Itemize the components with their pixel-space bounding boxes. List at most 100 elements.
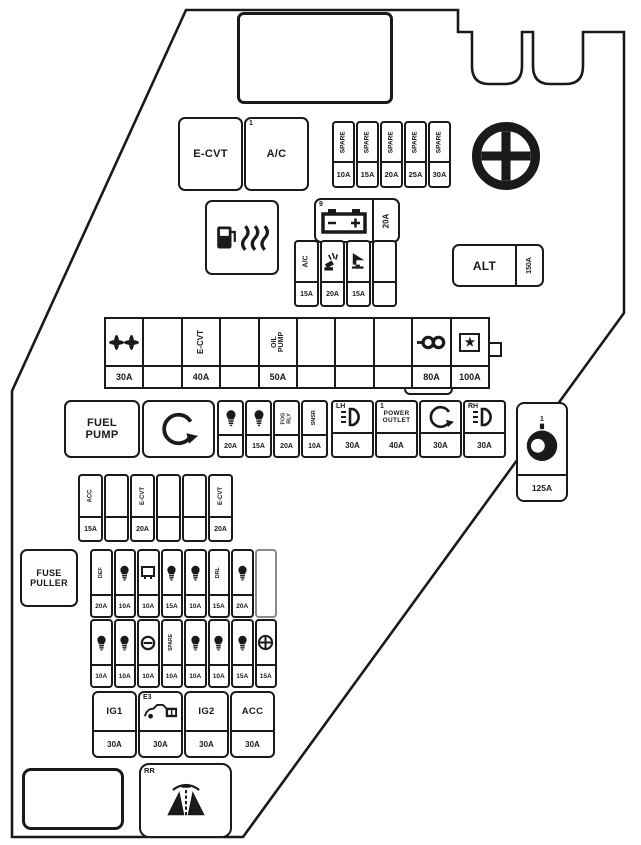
main-fuse-strip: 30A E-CVT 40A OIL PUMP 50A 80A ★ 100A	[104, 317, 490, 389]
fuse-rating: 20A	[233, 594, 252, 616]
relay-ac-marker: 1	[249, 120, 253, 127]
fuse-rating: 30A	[232, 730, 273, 756]
bulb-icon	[237, 565, 248, 581]
fuse-rating: 15A	[348, 281, 369, 305]
ig2-fuse: IG2 30A	[184, 691, 229, 758]
mini-fuse-grid-row1: DEF 20A 10A 10A 15A 10A DRL 15A 20A	[90, 549, 277, 618]
lamp-fuse: 15A	[245, 400, 272, 458]
headlamp-lh-fuse: LH 30A	[331, 400, 374, 458]
lamp-fuse: 10A	[207, 619, 230, 688]
battery-fuse: 9 20A	[314, 198, 400, 243]
fuse-rating: 10A	[334, 161, 353, 186]
e-cvt-fuse: E-CVT 40A	[180, 319, 220, 387]
relay-box-blank	[237, 12, 393, 104]
empty-fuse-slot	[296, 319, 335, 387]
horn-icon	[351, 252, 367, 272]
relay-e-cvt-label: E-CVT	[193, 148, 228, 160]
pump-small-fuse-group: 20A 15A FOG RLY 20A SNSR 10A	[217, 400, 328, 458]
module-icon	[141, 566, 155, 580]
fan-fuse-marker: 1	[540, 415, 544, 423]
acc-fuse-row: ACC 15A E-CVT 20A E-CVT 20A	[78, 474, 233, 542]
bulb-icon	[119, 635, 130, 651]
fuse-rating	[221, 365, 258, 387]
fuse-rating	[336, 365, 373, 387]
fuse-rating: 150A	[525, 257, 533, 274]
fuse-rating: 30A	[430, 161, 449, 186]
fuse-label: A/C	[303, 255, 310, 268]
relay-ac-label: A/C	[266, 148, 287, 160]
circle-plus-icon	[257, 634, 274, 651]
empty-fuse-slot	[219, 319, 258, 387]
fuse-rating: 30A	[186, 730, 227, 756]
fuse-rating: 10A	[115, 664, 134, 686]
cooling-fan-icon	[109, 333, 139, 352]
fuse-rating	[106, 516, 127, 540]
spare-fuse-group: SPARE 10A SPARE 15A SPARE 20A SPARE 25A …	[332, 121, 451, 188]
module-fuse: 10A	[137, 549, 160, 618]
relay-ac: 1 A/C	[244, 117, 309, 191]
spare-label: SPARE	[411, 131, 419, 153]
positive-terminal	[468, 118, 544, 194]
fuse-label: DEF	[97, 567, 104, 578]
fuse-rating: 10A	[139, 594, 158, 616]
fuel-pump-relay: FUEL PUMP	[64, 400, 140, 458]
headlamp-washer-fuse: 20A	[320, 240, 345, 307]
fuse-rating: 10A	[92, 664, 111, 686]
fuse-rating: 125A	[518, 474, 566, 500]
fuse-rating: 15A	[209, 594, 228, 616]
fuse-label: DRL	[215, 566, 221, 579]
bulb-icon	[190, 635, 201, 651]
fuse-rating: 30A	[94, 730, 135, 756]
fuse-rating: 100A	[451, 365, 489, 387]
oil-pump-fuse: OIL PUMP 50A	[257, 319, 297, 387]
spare-fuse: SPARE 15A	[356, 121, 379, 188]
spare-label: SPARE	[387, 131, 395, 153]
fuse-rating: 40A	[377, 432, 416, 456]
lamp-fuse: 10A	[184, 549, 207, 618]
bulb-icon	[119, 565, 130, 581]
fuse-label: SNSR	[310, 410, 317, 426]
lamp-fuse: 20A	[217, 400, 244, 458]
rotation-arrow-icon	[428, 404, 454, 430]
glow-fuse: 80A	[411, 319, 450, 387]
spare-fuse: SPARE 10A	[160, 619, 183, 688]
acc-fuse: ACC 30A	[230, 691, 275, 758]
rotation-fuse: 30A	[419, 400, 462, 458]
fuse-label: OIL PUMP	[270, 331, 285, 353]
battery-icon	[321, 208, 367, 234]
fan-fuse-125a: 1 125A	[516, 402, 568, 502]
rr-marker: RR	[144, 766, 155, 775]
fuse-rating: 20A	[219, 434, 242, 456]
spare-fuse: SPARE 30A	[428, 121, 451, 188]
empty-fuse-slot	[372, 240, 397, 307]
ignition-fuse-row: IG1 30A E3 30A IG2 30A ACC 30A	[92, 691, 275, 758]
headlamp-washer-icon	[323, 251, 342, 272]
bulb-icon	[225, 409, 237, 427]
bulb-icon	[213, 635, 224, 651]
alt-label: ALT	[472, 258, 497, 273]
bulb-icon	[190, 565, 201, 581]
fuse-rating: 30A	[106, 365, 143, 387]
horn-fuse: 15A	[346, 240, 371, 307]
glow-coil-icon	[416, 334, 446, 351]
lamp-fuse: 15A	[160, 549, 183, 618]
power-outlet-marker: 1	[380, 403, 384, 410]
fuse-rating: 10A	[186, 594, 205, 616]
pump-large-fuse-group: LH 30A 1 POWER OUTLET 40A 30A RH 30A	[331, 400, 506, 458]
rear-wiper-box: RR	[139, 763, 232, 838]
fuse-label: SPARE	[168, 634, 175, 651]
lamp-fuse: 15A	[231, 619, 254, 688]
ig1-fuse: IG1 30A	[92, 691, 137, 758]
empty-fuse-slot	[182, 474, 207, 542]
fuse-label: E-CVT	[217, 487, 224, 505]
fuse-label: ACC	[241, 705, 264, 717]
relay-box-blank	[22, 768, 124, 830]
empty-fuse-slot	[142, 319, 181, 387]
fuse-rating: 30A	[140, 730, 181, 756]
bulb-icon	[253, 409, 265, 427]
acc-fuse: ACC 15A	[78, 474, 103, 542]
rotation-relay	[142, 400, 215, 458]
fuse-rating	[144, 365, 181, 387]
circle-minus-icon	[140, 635, 156, 651]
fuse-rating: 15A	[256, 664, 275, 686]
